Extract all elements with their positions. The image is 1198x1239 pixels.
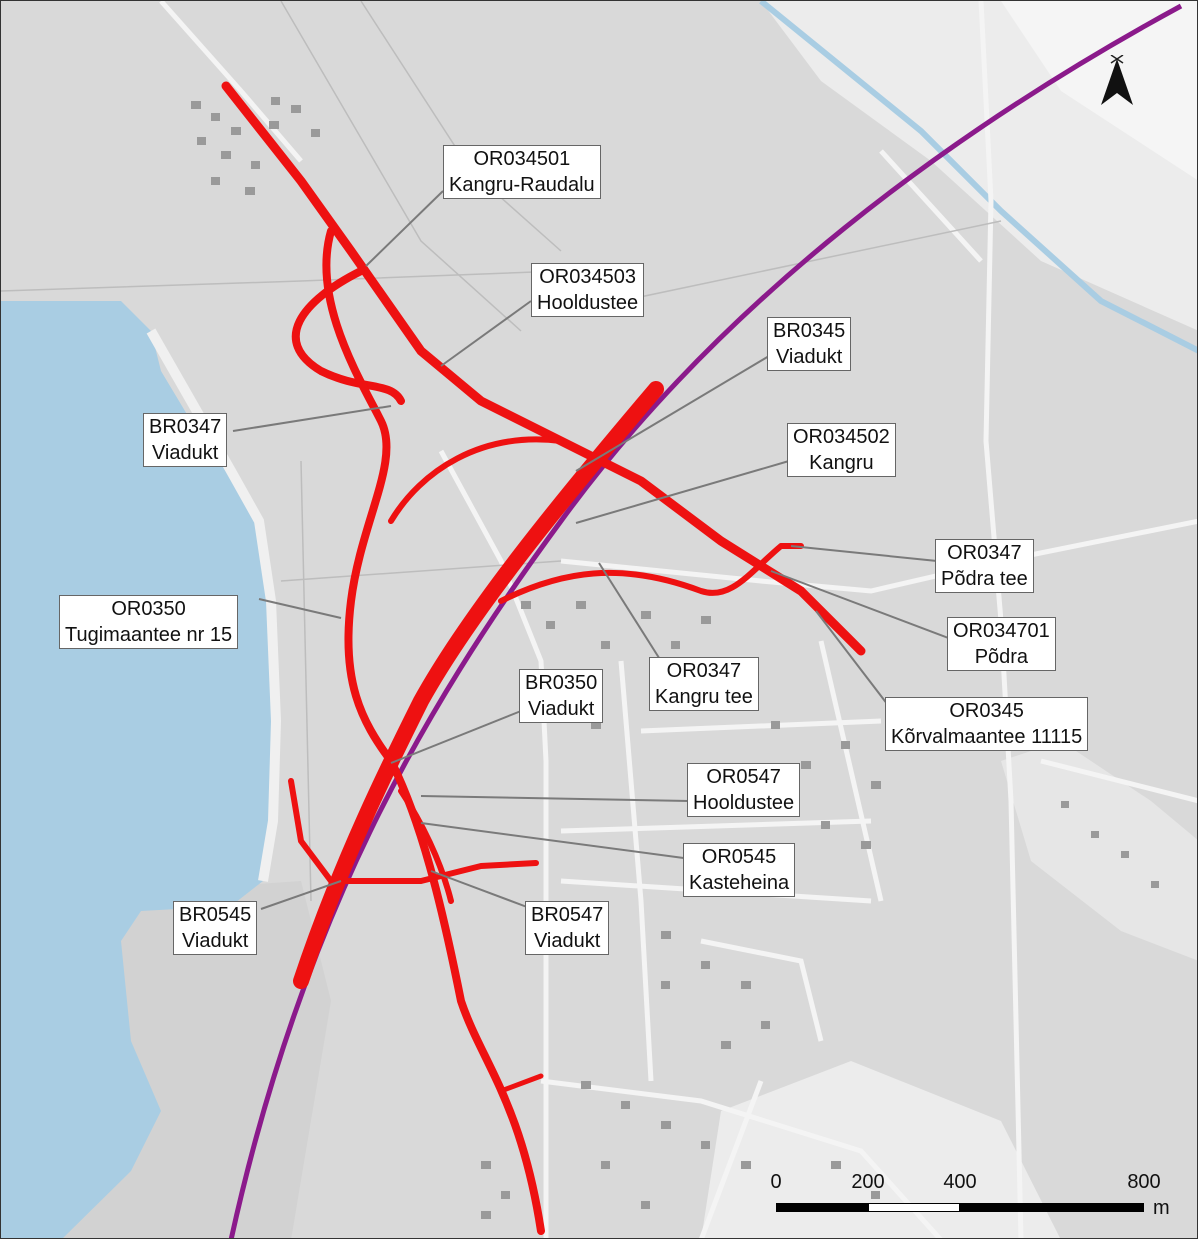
scale-tick-800: 800 [1127, 1171, 1161, 1193]
callout-or034501[interactable]: OR034501 Kangru-Raudalu [443, 145, 601, 199]
callout-or0547[interactable]: OR0547 Hooldustee [687, 763, 801, 817]
callout-or0345[interactable]: OR0345 Kõrvalmaantee 11115 [885, 697, 1089, 751]
scale-tick-400: 400 [943, 1171, 977, 1193]
callout-or034502[interactable]: OR034502 Kangru [787, 423, 896, 477]
buildings [191, 97, 1159, 1219]
callout-code: OR0347 [947, 542, 1022, 564]
callout-name: Hooldustee [537, 292, 639, 314]
scale-segment-3 [960, 1203, 1144, 1212]
callout-code: BR0547 [531, 904, 604, 926]
field-tracks [1, 1, 1002, 902]
callout-code: OR0547 [706, 766, 781, 788]
field-mid-east [1001, 741, 1197, 961]
local-roads [159, 1, 1197, 1238]
callout-or034701[interactable]: OR034701 Põdra [947, 617, 1056, 671]
callout-code: OR034701 [953, 620, 1050, 642]
callout-br0545[interactable]: BR0545 Viadukt [173, 901, 258, 955]
callout-name: Viadukt [533, 930, 601, 952]
scale-bar: 0 200 400 800 m [761, 1169, 1181, 1229]
callout-br0345[interactable]: BR0345 Viadukt [767, 317, 852, 371]
callout-or0347-podra-tee[interactable]: OR0347 Põdra tee [935, 539, 1034, 593]
scale-tick-0: 0 [770, 1171, 782, 1193]
callout-name: Kasteheina [689, 872, 790, 894]
callout-or0347-kangru-tee[interactable]: OR0347 Kangru tee [649, 657, 759, 711]
callout-br0547[interactable]: BR0547 Viadukt [525, 901, 610, 955]
callout-code: OR034501 [473, 148, 571, 170]
callout-code: OR0347 [666, 660, 742, 682]
callout-name: Kangru-Raudalu [449, 174, 595, 196]
callout-name: Tugimaantee nr 15 [65, 624, 233, 646]
callout-code: BR0345 [773, 320, 846, 342]
project-alignment [221, 81, 866, 1235]
callout-or0545[interactable]: OR0545 Kasteheina [683, 843, 796, 897]
callout-name: Põdra tee [941, 568, 1028, 590]
canal [759, 1, 1197, 354]
scale-unit: m [1153, 1197, 1170, 1219]
callout-br0347[interactable]: BR0347 Viadukt [143, 413, 228, 467]
field-east-strip [1001, 1, 1197, 180]
callout-name: Viadukt [181, 930, 249, 952]
lake [1, 301, 276, 1238]
callout-name: Viadukt [775, 346, 843, 368]
callout-code: OR034503 [539, 266, 636, 288]
callout-name: Hooldustee [693, 792, 795, 814]
scale-segment-2 [868, 1203, 960, 1212]
callout-name: Põdra [974, 646, 1029, 668]
scale-segment-1 [776, 1203, 868, 1212]
callout-name: Viadukt [151, 442, 219, 464]
field-southeast [701, 1061, 1060, 1238]
callout-code: BR0347 [149, 416, 222, 438]
callout-code: OR0350 [111, 598, 186, 620]
callout-or034503[interactable]: OR034503 Hooldustee [531, 263, 645, 317]
callout-or0350[interactable]: OR0350 Tugimaantee nr 15 [59, 595, 239, 649]
callout-name: Viadukt [527, 698, 595, 720]
callout-code: BR0350 [525, 672, 598, 694]
scale-tick-200: 200 [851, 1171, 885, 1193]
callout-code: OR034502 [793, 426, 890, 448]
callout-name: Kõrvalmaantee 11115 [891, 726, 1083, 748]
callout-code: OR0345 [949, 700, 1024, 722]
callout-name: Kangru [809, 452, 874, 474]
callout-name: Kangru tee [655, 686, 753, 708]
callout-code: OR0545 [701, 846, 777, 868]
callout-br0350[interactable]: BR0350 Viadukt [519, 669, 604, 723]
north-arrow-icon [1101, 55, 1133, 105]
callout-code: BR0545 [179, 904, 252, 926]
